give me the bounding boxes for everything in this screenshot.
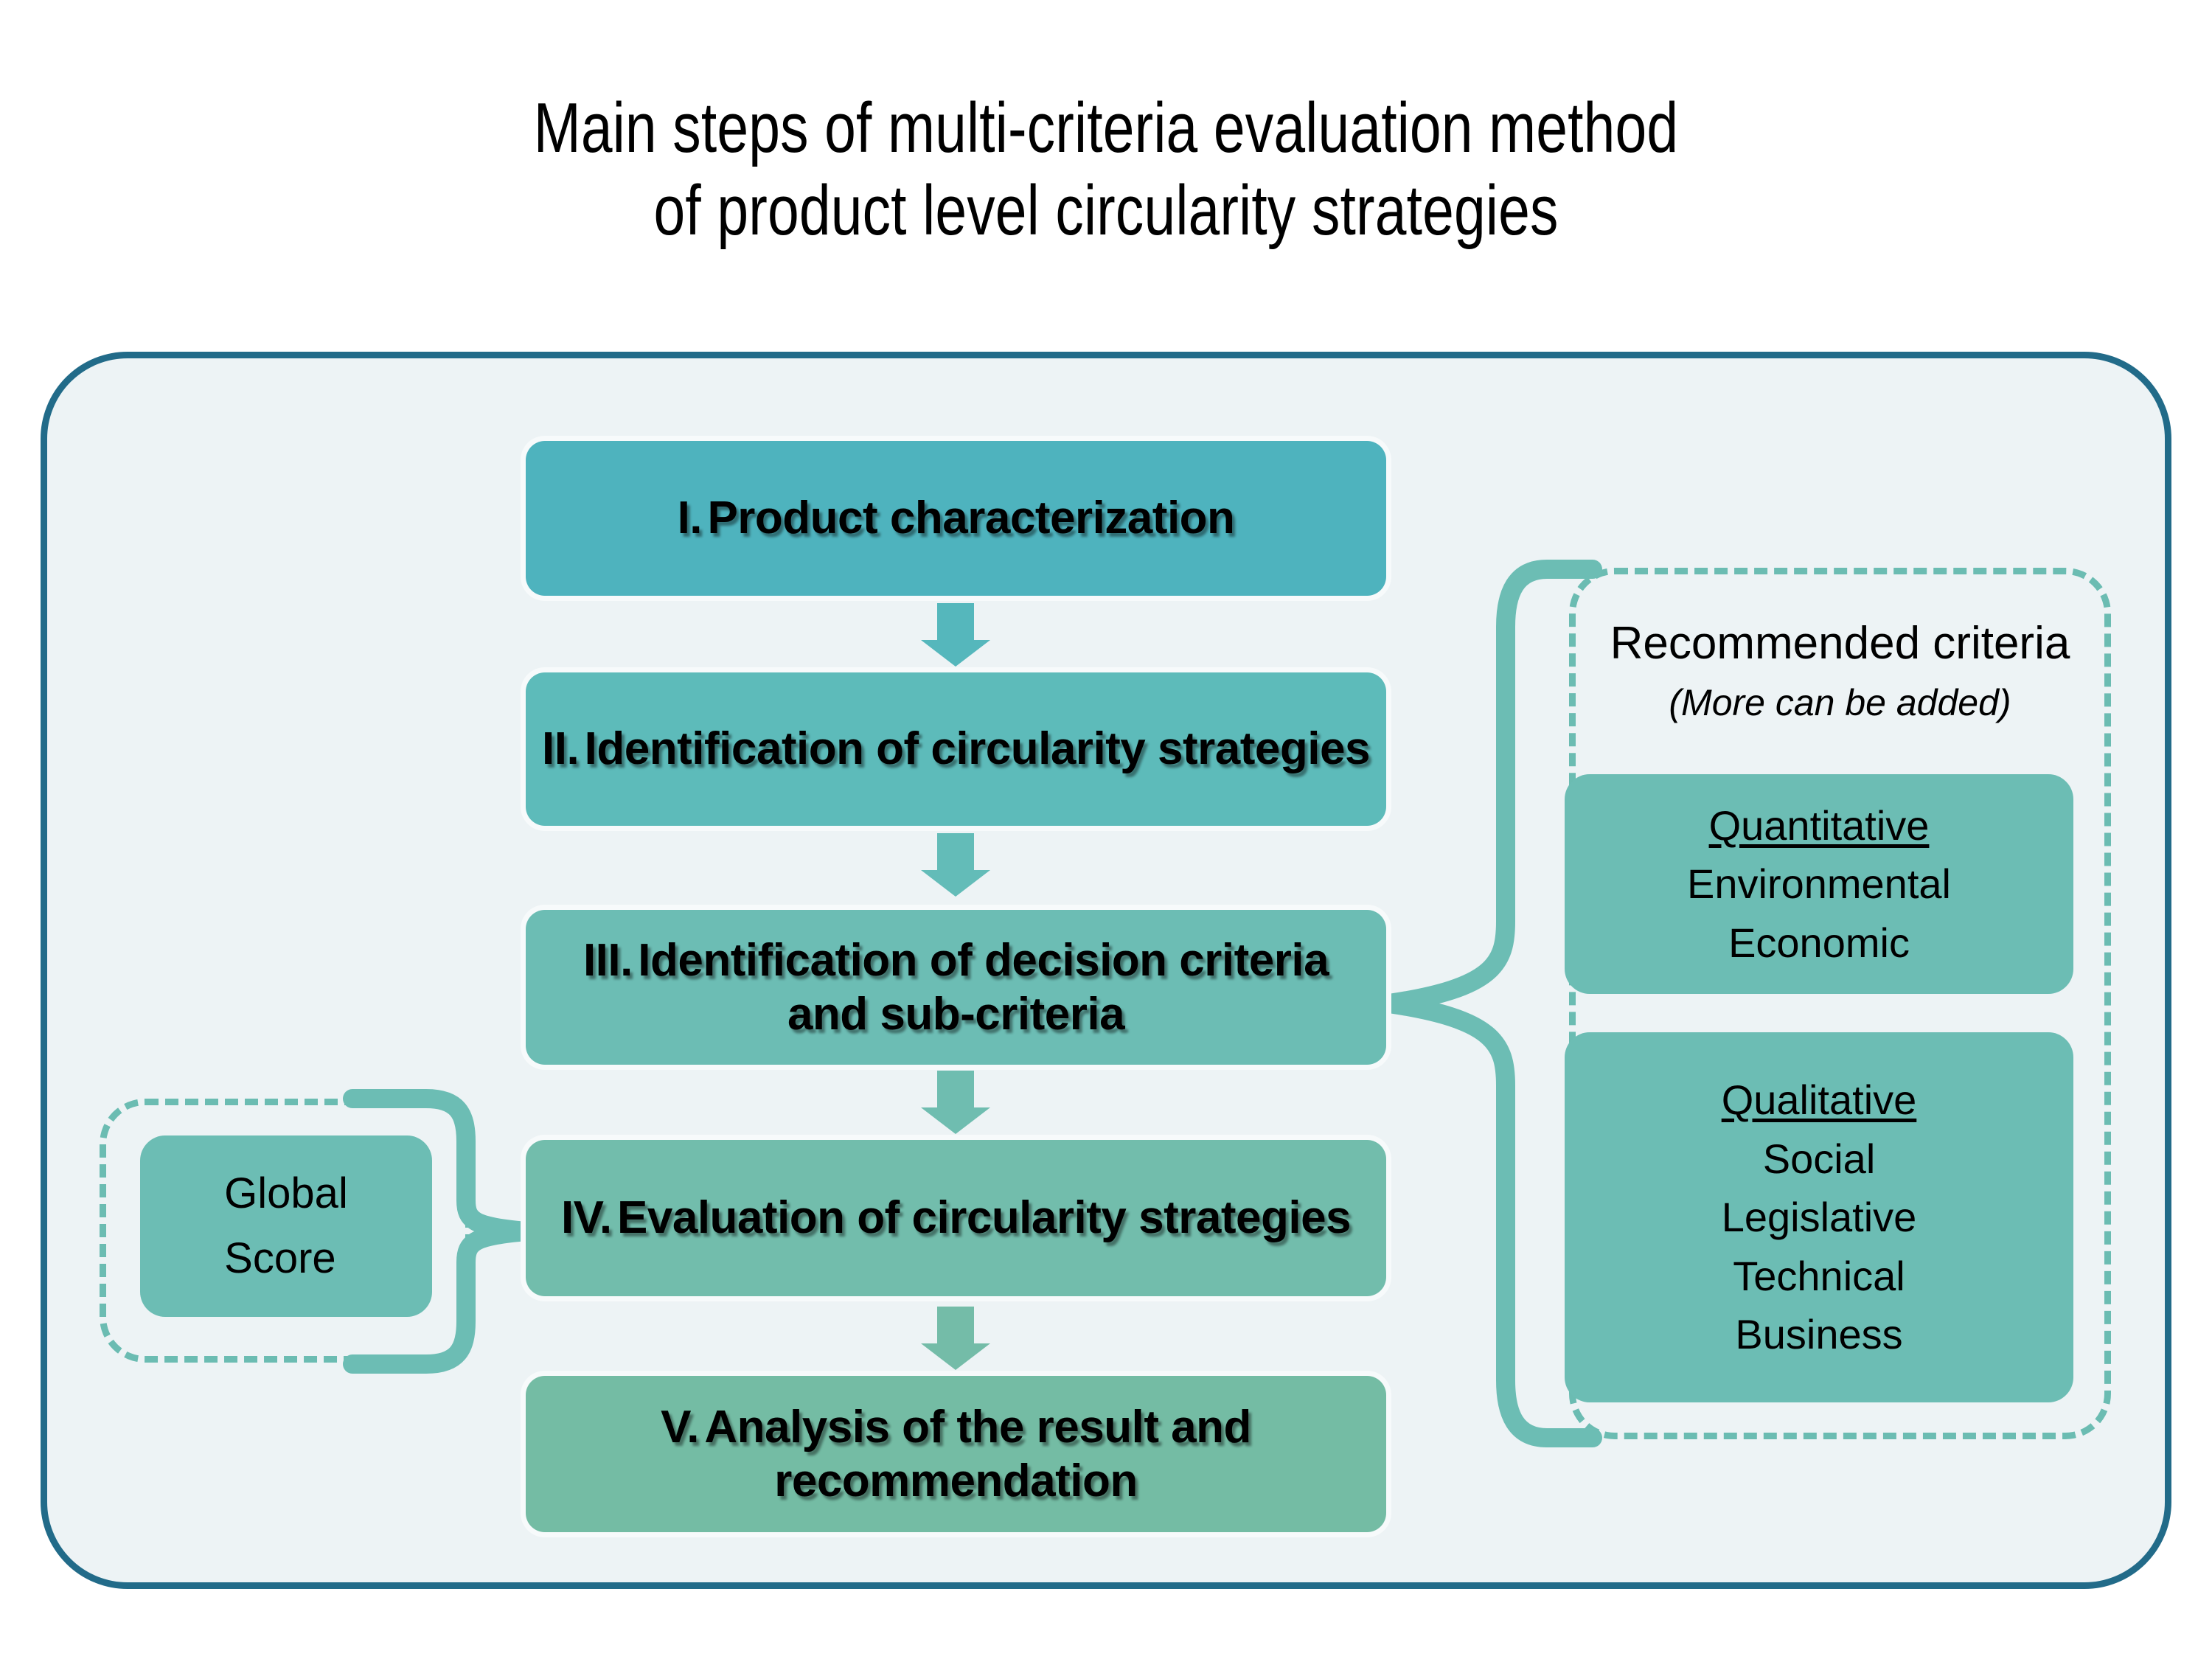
quantitative-heading: Quantitative	[1708, 801, 1930, 849]
qualitative-item-3: Business	[1735, 1311, 1903, 1358]
step-box-3[interactable]: III.Identification of decision criteria …	[526, 910, 1386, 1065]
right-curly-brace-icon	[1380, 560, 1602, 1447]
recommended-criteria-subtitle: (More can be added)	[1669, 682, 2011, 723]
arrow-step3-to-step4	[921, 1071, 990, 1134]
step-box-5[interactable]: V.Analysis of the result and recommendat…	[526, 1376, 1386, 1532]
arrow-step1-to-step2	[921, 603, 990, 667]
step-4-label: Evaluation of circularity strategies	[617, 1192, 1352, 1244]
step-2-number: II.	[542, 723, 580, 775]
step-5-label: Analysis of the result and recommendatio…	[704, 1401, 1251, 1506]
qualitative-heading: Qualitative	[1721, 1077, 1917, 1124]
step-box-2[interactable]: II.Identification of circularity strateg…	[526, 672, 1386, 826]
arrow-step4-to-step5	[921, 1307, 990, 1370]
global-score-dashed-region	[100, 1099, 472, 1363]
step-1-label: Product characterization	[707, 493, 1235, 544]
step-4-number: IV.	[560, 1192, 612, 1244]
qualitative-criteria-box[interactable]: Qualitative Social Legislative Technical…	[1565, 1032, 2073, 1402]
step-2-label: Identification of circularity strategies	[584, 723, 1371, 775]
qualitative-item-0: Social	[1762, 1135, 1876, 1182]
step-5-number: V.	[661, 1401, 699, 1453]
quantitative-item-0: Environmental	[1687, 860, 1951, 908]
global-score-box[interactable]: Global Score	[140, 1135, 432, 1317]
qualitative-item-1: Legislative	[1721, 1194, 1917, 1241]
recommended-criteria-dashed-region	[1569, 568, 2111, 1439]
step-box-1[interactable]: I.Product characterization	[526, 441, 1386, 596]
qualitative-item-2: Technical	[1733, 1252, 1905, 1299]
recommended-criteria-title: Recommended criteria	[1610, 618, 2070, 669]
step-1-number: I.	[677, 493, 703, 544]
quantitative-criteria-box[interactable]: Quantitative Environmental Economic	[1565, 774, 2073, 994]
quantitative-item-1: Economic	[1728, 919, 1910, 966]
arrow-step2-to-step3	[921, 833, 990, 897]
step-3-number: III.	[582, 934, 633, 986]
step-3-label: Identification of decision criteria and …	[638, 934, 1329, 1040]
page-title: Main steps of multi-criteria evaluation …	[533, 88, 1679, 251]
step-box-4[interactable]: IV.Evaluation of circularity strategies	[526, 1140, 1386, 1296]
